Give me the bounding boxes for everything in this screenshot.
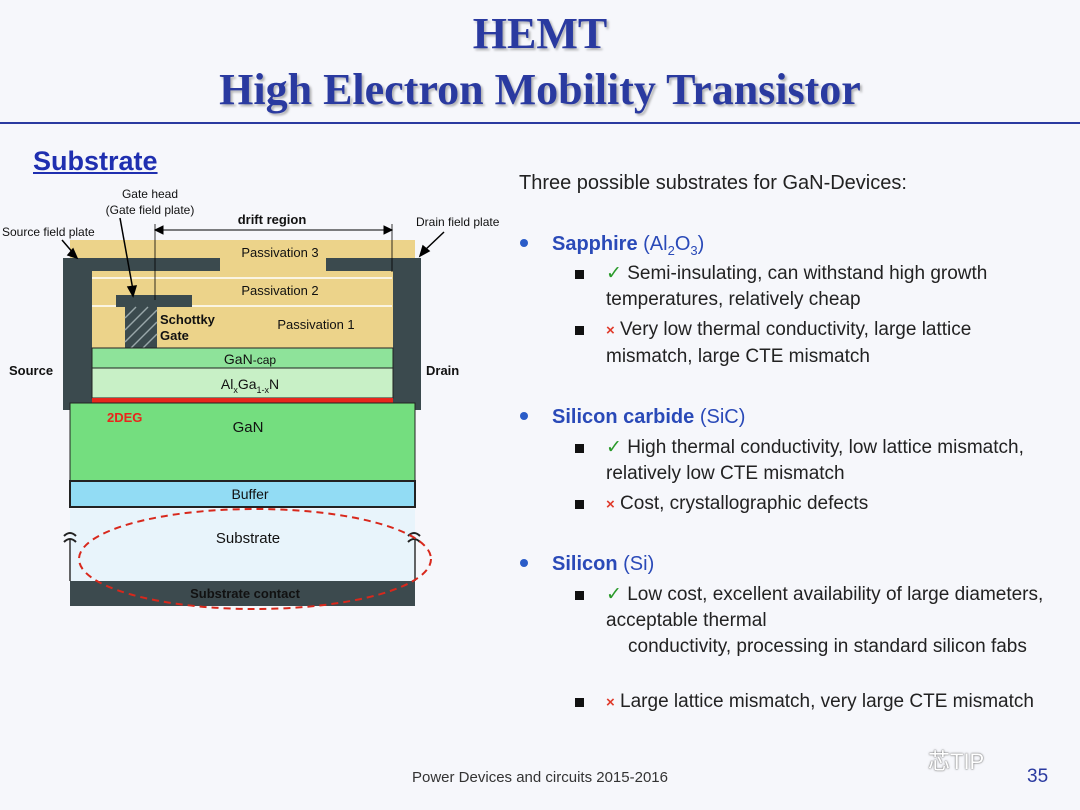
substrate-highlight-ellipse <box>78 508 432 610</box>
label-drain-field-plate: Drain field plate <box>416 215 500 229</box>
label-buffer: Buffer <box>231 486 268 502</box>
slide-title: HEMT <box>472 9 608 58</box>
check-icon: ✓ <box>606 584 622 605</box>
label-source-field-plate: Source field plate <box>2 225 95 239</box>
substrate-silicon-carbide: Silicon carbide (SiC) <box>520 406 745 429</box>
square-bullet-icon <box>575 444 584 453</box>
slide-subtitle: High Electron Mobility Transistor <box>219 65 861 114</box>
label-schottky: Schottky <box>160 312 216 327</box>
label-gate-field-plate: (Gate field plate) <box>106 203 195 217</box>
hemt-cross-section-diagram: Gate head (Gate field plate) drift regio… <box>2 187 500 610</box>
source-contact <box>63 258 92 410</box>
watermark-logo: 芯TIP <box>928 749 985 774</box>
bullet-icon <box>520 558 528 567</box>
label-passivation-2: Passivation 2 <box>241 283 318 298</box>
label-source: Source <box>9 363 53 378</box>
square-bullet-icon <box>575 500 584 509</box>
sapphire-formula: (Al2O3) <box>643 233 705 258</box>
section-heading: Substrate <box>33 146 158 176</box>
cross-icon: × <box>606 322 615 339</box>
bullet-icon <box>520 411 528 420</box>
square-bullet-icon <box>575 326 584 335</box>
gan-layer <box>69 402 416 482</box>
label-gan-cap: GaN-cap <box>224 351 276 367</box>
2deg-layer <box>92 398 393 403</box>
drain-contact <box>393 258 421 410</box>
square-bullet-icon <box>575 591 584 600</box>
label-2deg: 2DEG <box>107 410 142 425</box>
bullet-icon <box>520 238 528 247</box>
label-passivation-3: Passivation 3 <box>241 245 318 260</box>
source-field-plate <box>64 258 220 271</box>
cross-icon: × <box>606 694 615 711</box>
label-substrate: Substrate <box>216 530 280 547</box>
label-algan: AlxGa1-xN <box>221 376 279 395</box>
label-drain: Drain <box>426 363 459 378</box>
label-drift-region: drift region <box>238 212 307 227</box>
substrate-silicon: Silicon (Si) <box>520 553 654 576</box>
title-divider <box>0 122 1080 124</box>
check-icon: ✓ <box>606 437 622 458</box>
gate-head <box>116 295 192 307</box>
algan-layer <box>91 367 394 399</box>
footer-text: Power Devices and circuits 2015-2016 <box>412 769 668 786</box>
intro-text: Three possible substrates for GaN-Device… <box>519 172 907 194</box>
substrate-sapphire: Sapphire (Al2O3) <box>520 233 704 258</box>
label-gate-head: Gate head <box>122 187 178 201</box>
label-gate: Gate <box>160 328 189 343</box>
square-bullet-icon <box>575 270 584 279</box>
check-icon: ✓ <box>606 263 622 284</box>
page-number: 35 <box>1027 766 1049 787</box>
label-gan: GaN <box>233 419 264 436</box>
substrate-layer <box>70 509 415 581</box>
label-substrate-contact: Substrate contact <box>190 586 300 601</box>
substrate-contact <box>70 581 415 606</box>
buffer-layer <box>69 480 416 508</box>
label-passivation-1: Passivation 1 <box>277 317 354 332</box>
square-bullet-icon <box>575 698 584 707</box>
cross-icon: × <box>606 496 615 513</box>
